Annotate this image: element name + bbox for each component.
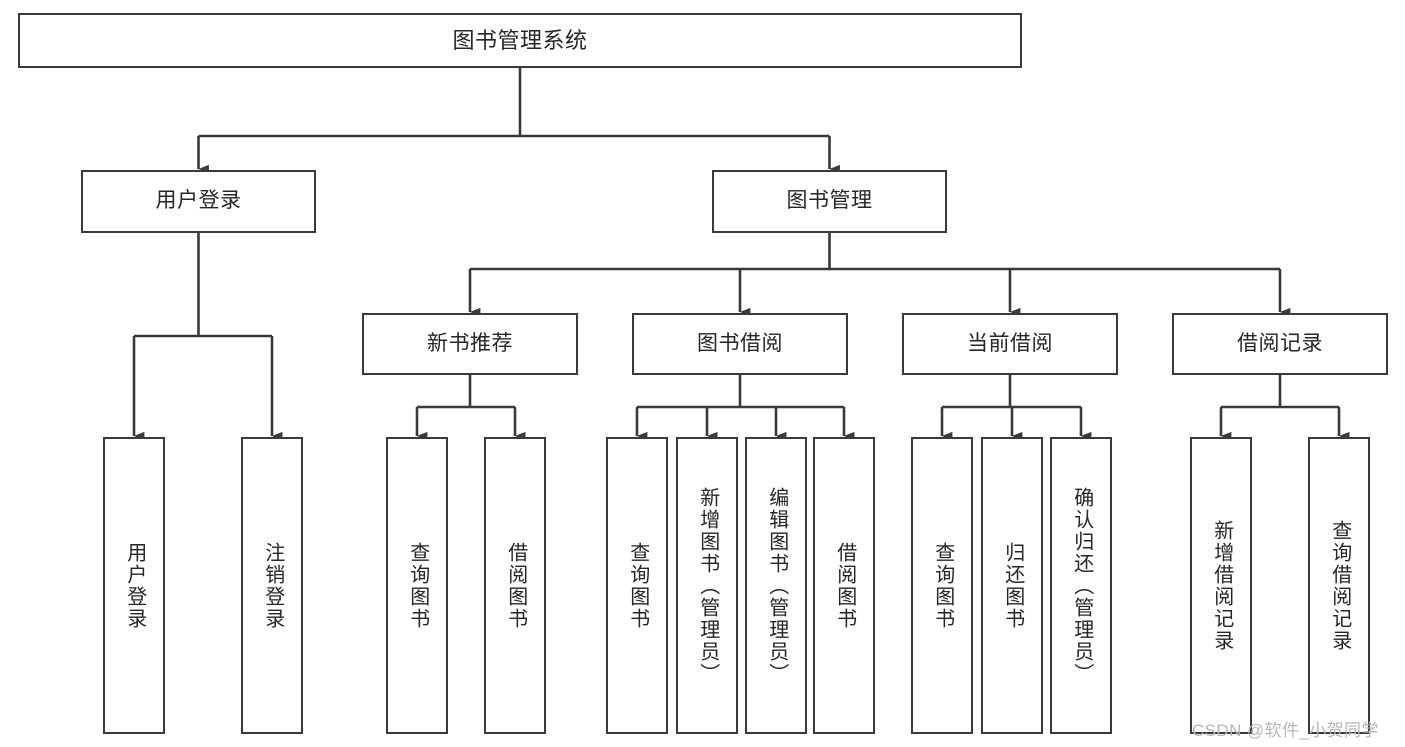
node-label: 借阅记录	[1237, 331, 1323, 355]
node-newbook[interactable]: 新书推荐	[362, 313, 578, 375]
node-label: 用户登录	[155, 189, 242, 213]
node-leaf-cur-2[interactable]: 归还图书	[981, 437, 1043, 734]
node-label: 借阅图书	[833, 541, 856, 630]
node-label: 新增借阅记录	[1210, 519, 1233, 652]
node-label: 查询图书	[931, 541, 954, 630]
node-current[interactable]: 当前借阅	[902, 313, 1118, 375]
node-label: 图书管理系统	[452, 27, 588, 53]
node-label: 查询图书	[406, 541, 429, 630]
node-leaf-login-1[interactable]: 用户登录	[103, 437, 165, 734]
node-label: 查询借阅记录	[1328, 519, 1351, 652]
node-label: 图书借阅	[697, 331, 783, 355]
node-label: 新书推荐	[427, 331, 513, 355]
node-label: 确认归还（管理员）	[1070, 486, 1093, 685]
node-label: 当前借阅	[967, 331, 1053, 355]
node-label: 编辑图书（管理员）	[765, 486, 788, 685]
node-leaf-borrow-2[interactable]: 新增图书（管理员）	[676, 437, 738, 734]
node-leaf-new-2[interactable]: 借阅图书	[484, 437, 546, 734]
node-root[interactable]: 图书管理系统	[18, 13, 1022, 68]
node-leaf-login-2[interactable]: 注销登录	[241, 437, 303, 734]
node-leaf-rec-1[interactable]: 新增借阅记录	[1190, 437, 1252, 734]
node-leaf-borrow-1[interactable]: 查询图书	[606, 437, 668, 734]
node-label: 用户登录	[123, 541, 146, 630]
node-login[interactable]: 用户登录	[81, 170, 316, 233]
node-leaf-cur-3[interactable]: 确认归还（管理员）	[1050, 437, 1112, 734]
node-label: 注销登录	[261, 541, 284, 630]
node-bookmgmt[interactable]: 图书管理	[712, 170, 947, 233]
node-label: 借阅图书	[504, 541, 527, 630]
node-leaf-new-1[interactable]: 查询图书	[386, 437, 448, 734]
node-leaf-borrow-3[interactable]: 编辑图书（管理员）	[745, 437, 807, 734]
node-label: 查询图书	[626, 541, 649, 630]
node-label: 图书管理	[786, 189, 873, 213]
node-leaf-rec-2[interactable]: 查询借阅记录	[1308, 437, 1370, 734]
node-label: 归还图书	[1001, 541, 1024, 630]
node-leaf-cur-1[interactable]: 查询图书	[911, 437, 973, 734]
node-label: 新增图书（管理员）	[696, 486, 719, 685]
node-records[interactable]: 借阅记录	[1172, 313, 1388, 375]
node-borrow[interactable]: 图书借阅	[632, 313, 848, 375]
node-leaf-borrow-4[interactable]: 借阅图书	[813, 437, 875, 734]
